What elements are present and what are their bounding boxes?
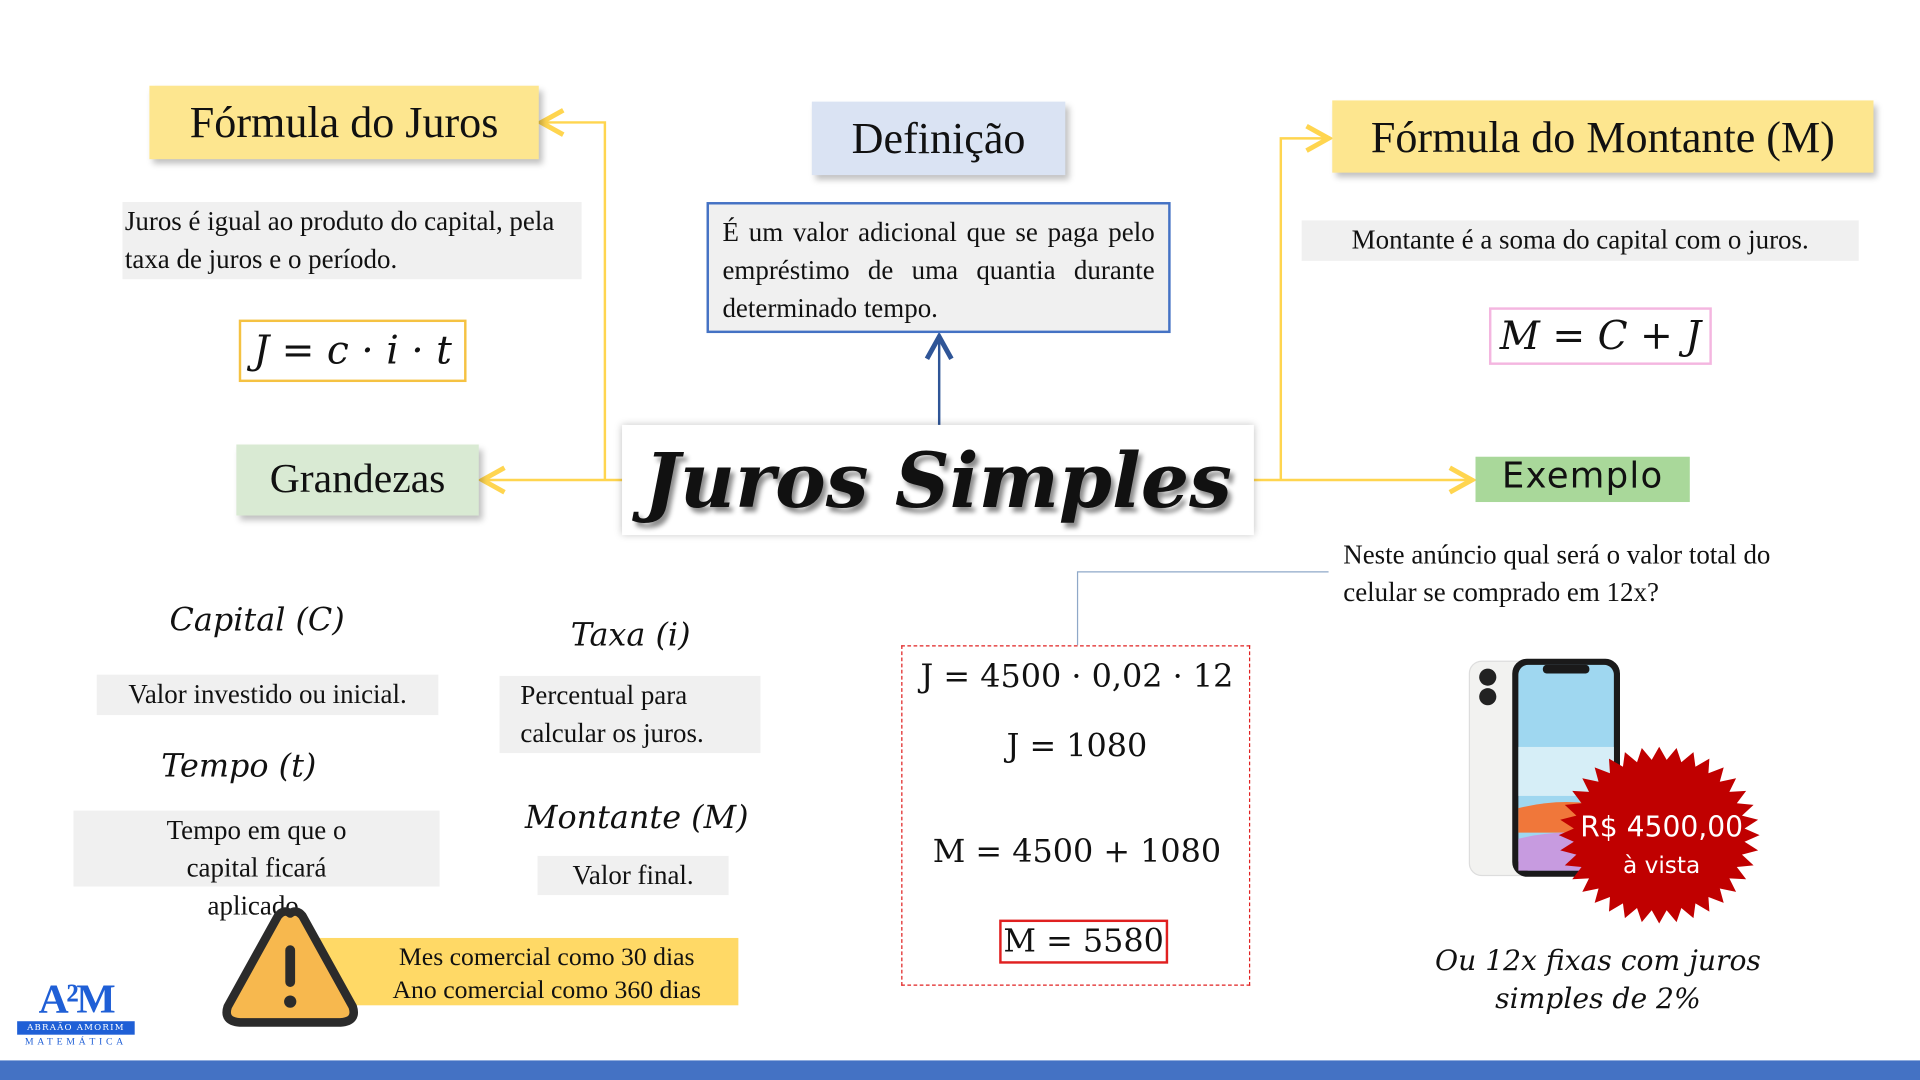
formula-juros-equation: J = c · i · t <box>238 319 467 383</box>
connector-to-solution <box>1076 571 1329 646</box>
warning-line-2: Ano comercial como 360 dias <box>392 974 701 1005</box>
connector-to-formula-juros <box>541 122 607 481</box>
logo-band: ABRAÃO AMORIM <box>17 1021 135 1035</box>
logo: A²M ABRAÃO AMORIM MATEMÁTICA <box>15 977 137 1056</box>
grandeza-term-taxa: Taxa (i) <box>570 617 691 654</box>
grandeza-term-montante: Montante (M) <box>524 799 749 837</box>
solution-line-1: J = 4500 · 0,02 · 12 <box>920 658 1234 696</box>
formula-montante-equation: M = C + J <box>1488 307 1712 365</box>
formula-montante-description: Montante é a soma do capital com o juros… <box>1301 220 1859 261</box>
caption-line-2: simples de 2% <box>1495 983 1701 1016</box>
definicao-text: É um valor adicional que se paga pelo em… <box>706 202 1171 334</box>
connector-to-formula-montante <box>1279 138 1329 481</box>
price-badge-sub: à vista <box>1623 852 1700 879</box>
grandezas-header: Grandezas <box>236 444 479 516</box>
phone-image: R$ 4500,00 à vista <box>1468 658 1760 924</box>
definicao-header: Definição <box>811 101 1066 176</box>
price-badge: R$ 4500,00 à vista <box>1558 746 1760 924</box>
grandeza-desc-montante: Valor final. <box>537 855 729 896</box>
exemplo-header: Exemplo <box>1475 457 1690 503</box>
logo-sub: MATEMÁTICA <box>24 1035 127 1047</box>
solution-result: M = 5580 <box>999 919 1169 964</box>
main-title: Juros Simples <box>622 424 1254 536</box>
grandeza-desc-tempo: Tempo em que o capital ficará aplicado. <box>73 810 440 921</box>
logo-mark: A²M <box>38 977 116 1023</box>
formula-juros-header: Fórmula do Juros <box>149 85 539 160</box>
grandeza-desc-taxa: Percentual para calcular os juros. <box>499 675 761 754</box>
grandeza-desc-capital: Valor investido ou inicial. <box>96 674 439 716</box>
formula-montante-header: Fórmula do Montante (M) <box>1332 100 1874 173</box>
formula-juros-description: Juros é igual ao produto do capital, pel… <box>122 202 582 280</box>
grandeza-term-capital: Capital (C) <box>169 602 345 640</box>
warning-note: Mes comercial como 30 dias Ano comercial… <box>318 937 739 1006</box>
exemplo-question: Neste anúncio qual será o valor total do… <box>1343 538 1771 608</box>
solution-line-2: J = 1080 <box>1006 728 1148 766</box>
solution-line-3: M = 4500 + 1080 <box>932 833 1222 871</box>
solution-box: J = 4500 · 0,02 · 12 J = 1080 M = 4500 +… <box>901 645 1251 986</box>
exemplo-caption: Ou 12x fixas com juros simples de 2% <box>1396 943 1800 1019</box>
bottom-bar <box>0 1060 1920 1080</box>
caption-line-1: Ou 12x fixas com juros <box>1435 945 1761 978</box>
warning-line-1: Mes comercial como 30 dias <box>398 941 695 972</box>
warning-icon <box>222 907 359 1027</box>
price-badge-value: R$ 4500,00 <box>1580 810 1743 843</box>
grandeza-term-tempo: Tempo (t) <box>161 748 317 785</box>
